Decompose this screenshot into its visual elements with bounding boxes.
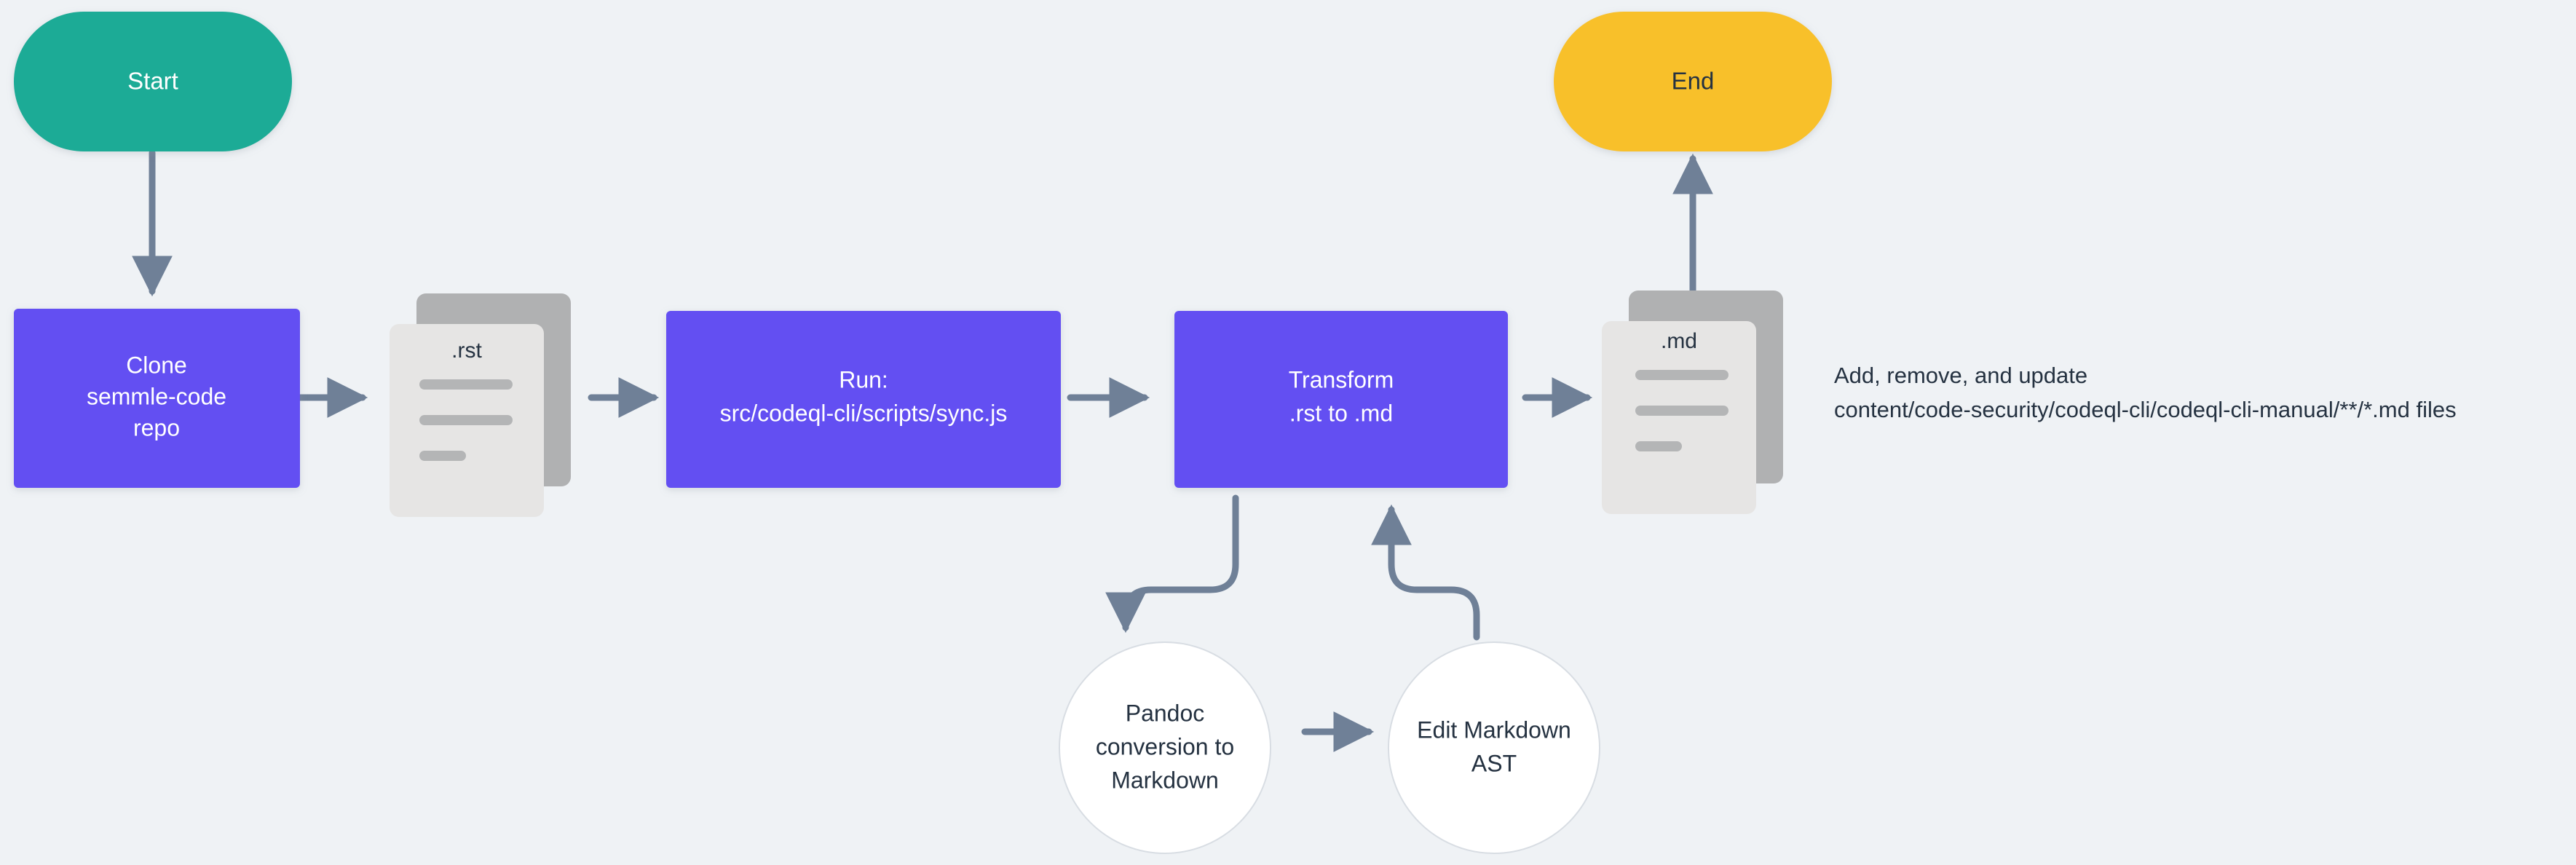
pandoc-label-line-3: Markdown xyxy=(1111,767,1219,793)
md-doc-text-line-2 xyxy=(1635,406,1728,416)
edit-ast-label-line-1: Edit Markdown xyxy=(1417,716,1571,743)
pandoc-label-line-2: conversion to xyxy=(1096,733,1234,759)
clone-label-line-3: repo xyxy=(133,414,180,441)
run-shape[interactable] xyxy=(666,311,1061,488)
pandoc-shape[interactable] xyxy=(1059,641,1271,854)
rst-doc-text-line-2 xyxy=(419,415,513,425)
node-transform[interactable]: Transform .rst to .md xyxy=(1174,311,1508,488)
md-doc-front-sheet[interactable] xyxy=(1602,321,1756,514)
run-label-line-2: src/codeql-cli/scripts/sync.js xyxy=(720,400,1008,426)
node-end[interactable]: End xyxy=(1554,12,1832,151)
node-start[interactable]: Start xyxy=(14,12,292,151)
node-run[interactable]: Run: src/codeql-cli/scripts/sync.js xyxy=(666,311,1061,488)
node-clone[interactable]: Clone semmle-code repo xyxy=(14,309,300,488)
node-edit-markdown-ast[interactable]: Edit Markdown AST xyxy=(1388,641,1600,854)
annotation-line-2: content/code-security/codeql-cli/codeql-… xyxy=(1834,397,2457,422)
rst-doc-label: .rst xyxy=(451,339,482,363)
node-pandoc[interactable]: Pandoc conversion to Markdown xyxy=(1059,641,1271,854)
clone-label-line-1: Clone xyxy=(126,352,187,378)
clone-shape[interactable] xyxy=(14,309,300,488)
node-rst-document[interactable]: .rst xyxy=(390,293,571,517)
edit-ast-shape[interactable] xyxy=(1388,641,1600,854)
pandoc-label-line-1: Pandoc xyxy=(1126,700,1205,726)
rst-doc-text-line-3 xyxy=(419,451,466,461)
md-doc-text-line-3 xyxy=(1635,441,1682,451)
edge-edit-ast-to-transform xyxy=(1371,504,1480,641)
transform-label-line-2: .rst to .md xyxy=(1289,400,1393,426)
md-doc-label: .md xyxy=(1661,329,1697,353)
rst-doc-text-line-1 xyxy=(419,379,513,390)
edge-transform-to-pandoc xyxy=(1105,494,1239,633)
end-label: End xyxy=(1672,68,1715,95)
run-label-line-1: Run: xyxy=(839,366,888,392)
annotation-note: Add, remove, and update content/code-sec… xyxy=(1834,363,2457,422)
annotation-line-1: Add, remove, and update xyxy=(1834,363,2087,388)
md-doc-text-line-1 xyxy=(1635,370,1728,380)
transform-shape[interactable] xyxy=(1174,311,1508,488)
edit-ast-label-line-2: AST xyxy=(1471,750,1517,776)
start-label: Start xyxy=(127,68,178,95)
transform-label-line-1: Transform xyxy=(1289,366,1394,392)
clone-label-line-2: semmle-code xyxy=(87,383,226,409)
end-shape[interactable] xyxy=(1554,12,1832,151)
start-shape[interactable] xyxy=(14,12,292,151)
node-md-document[interactable]: .md xyxy=(1602,291,1783,514)
